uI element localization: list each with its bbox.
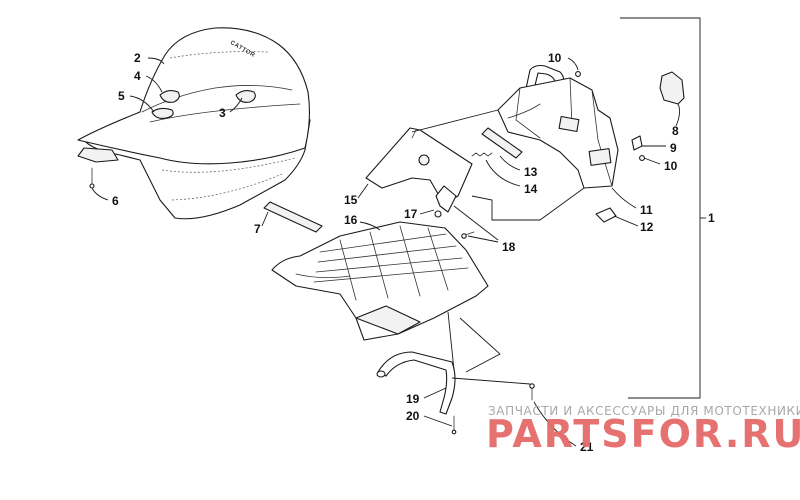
callout-20: 20 (406, 409, 420, 423)
strap-13 (481, 127, 523, 159)
bracket-15 (365, 127, 473, 205)
callout-21: 21 (580, 440, 594, 454)
callout-19: 19 (406, 392, 420, 406)
callout-15: 15 (344, 193, 358, 207)
seat-assembly (77, 27, 323, 233)
callout-2: 2 (134, 51, 141, 65)
callout-10-right: 10 (664, 159, 678, 173)
clip-8 (659, 71, 685, 105)
leader-lines (91, 17, 706, 447)
rear-housing (497, 77, 619, 189)
callout-12: 12 (640, 220, 654, 234)
callout-14: 14 (524, 182, 538, 196)
grip-pad-4 (159, 89, 180, 103)
lower-frame-assembly (271, 127, 535, 435)
callout-5: 5 (118, 89, 125, 103)
callout-7: 7 (254, 222, 261, 236)
seat-strip (263, 201, 323, 233)
callout-17: 17 (404, 207, 418, 221)
callout-18: 18 (502, 240, 516, 254)
callout-6: 6 (112, 194, 119, 208)
watermark-logo: PARTSFOR.RU (486, 412, 800, 456)
callout-16: 16 (344, 213, 358, 227)
callout-11: 11 (640, 203, 653, 217)
rear-bracket-assembly (471, 64, 685, 223)
callout-13: 13 (524, 165, 538, 179)
handle-tube-19 (377, 351, 456, 415)
callout-10-top: 10 (548, 51, 562, 65)
small-bracket-12 (595, 207, 617, 223)
callout-1: 1 (708, 211, 715, 225)
seat-front-wedge (77, 147, 119, 163)
callout-4: 4 (134, 69, 141, 83)
watermark-caption: ЗАПЧАСТИ И АКСЕССУАРЫ ДЛЯ МОТОТЕХНИКИ (488, 404, 800, 418)
spring-14 (471, 152, 493, 157)
callout-9: 9 (670, 141, 677, 155)
seat-cushion (77, 27, 311, 165)
callout-8: 8 (672, 124, 679, 138)
callout-3: 3 (219, 106, 226, 120)
grip-pad-5 (151, 107, 174, 119)
